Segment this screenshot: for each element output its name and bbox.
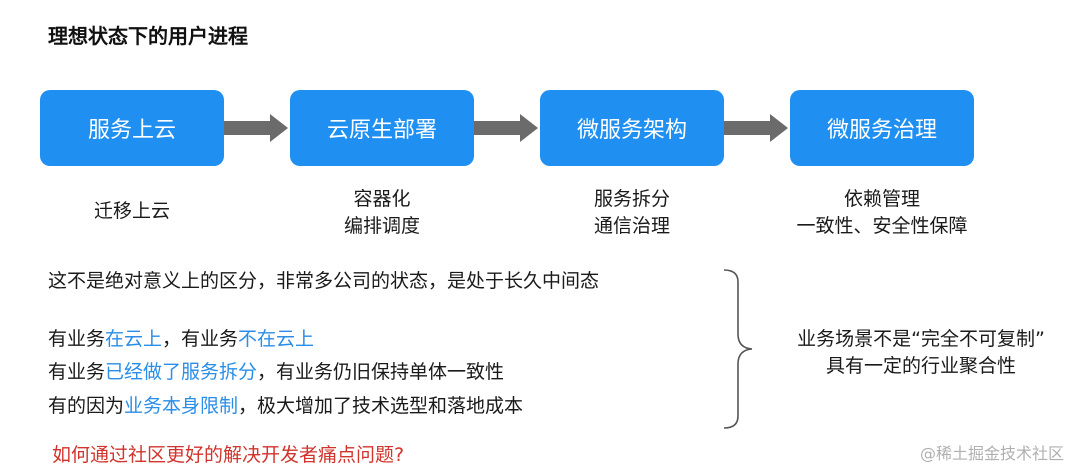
step-desc-line: 依赖管理 bbox=[843, 188, 920, 210]
question-text: 如何通过社区更好的解决开发者痛点问题? bbox=[52, 444, 405, 466]
step-desc-line: 编排调度 bbox=[343, 215, 420, 237]
line-text: 有业务 bbox=[48, 361, 106, 383]
step-box-1: 服务上云 bbox=[40, 90, 224, 166]
line-text: ，有业务 bbox=[162, 328, 239, 350]
arrow-right-icon bbox=[224, 114, 288, 142]
step-desc-line: 通信治理 bbox=[593, 215, 670, 237]
highlight-text: 已经做了服务拆分 bbox=[105, 361, 258, 383]
mixed-state-line-3: 有的因为业务本身限制，极大增加了技术选型和落地成本 bbox=[48, 391, 523, 418]
mixed-state-line-1: 有业务在云上，有业务不在云上 bbox=[48, 324, 314, 351]
line-text: ，极大增加了技术选型和落地成本 bbox=[238, 395, 524, 417]
step-box-4: 微服务治理 bbox=[790, 90, 974, 166]
highlight-text: 业务本身限制 bbox=[124, 395, 239, 417]
conclusion-line: 具有一定的行业聚合性 bbox=[825, 355, 1016, 377]
statement-text: 这不是绝对意义上的区分，非常多公司的状态，是处于长久中间态 bbox=[48, 270, 600, 292]
line-text: ，有业务仍旧保持单体一致性 bbox=[257, 361, 505, 383]
mixed-state-line-2: 有业务已经做了服务拆分，有业务仍旧保持单体一致性 bbox=[48, 357, 504, 384]
line-text: 有的因为 bbox=[48, 395, 125, 417]
conclusion-text: 业务场景不是“完全不可复制” 具有一定的行业聚合性 bbox=[766, 326, 1076, 380]
line-text: 有业务 bbox=[48, 328, 106, 350]
step-desc-line: 容器化 bbox=[353, 188, 411, 210]
step-desc-line: 服务拆分 bbox=[593, 188, 670, 210]
step-desc-1: 迁移上云 bbox=[22, 198, 242, 225]
step-desc-line: 一致性、安全性保障 bbox=[796, 215, 968, 237]
step-desc-4: 依赖管理 一致性、安全性保障 bbox=[772, 186, 992, 240]
arrow-right-icon bbox=[474, 114, 538, 142]
highlight-text: 不在云上 bbox=[238, 328, 315, 350]
step-box-2: 云原生部署 bbox=[290, 90, 474, 166]
step-desc-line: 迁移上云 bbox=[93, 200, 170, 222]
page-title: 理想状态下的用户进程 bbox=[48, 24, 248, 48]
arrow-right-icon bbox=[724, 114, 788, 142]
highlight-text: 在云上 bbox=[105, 328, 163, 350]
right-brace-icon bbox=[723, 269, 753, 429]
step-desc-3: 服务拆分 通信治理 bbox=[522, 186, 742, 240]
watermark: @稀土掘金技术社区 bbox=[919, 444, 1064, 463]
step-box-3: 微服务架构 bbox=[540, 90, 724, 166]
conclusion-line: 业务场景不是“完全不可复制” bbox=[797, 328, 1045, 350]
step-desc-2: 容器化 编排调度 bbox=[272, 186, 492, 240]
